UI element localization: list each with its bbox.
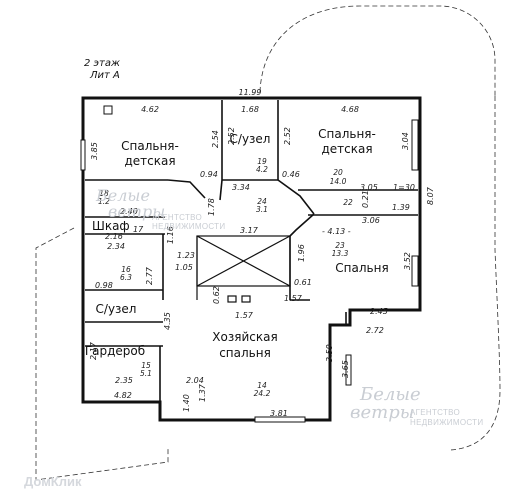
dim-139: 1.39 — [392, 203, 410, 212]
dim-462: 4.62 — [141, 105, 159, 114]
room-closet: Шкаф — [92, 219, 130, 233]
room-labels: Спальня- детская Спальня- детская С/узел… — [85, 127, 389, 360]
interior-walls — [85, 100, 418, 402]
dim-130: 1=30 — [393, 183, 415, 192]
dim-468: 4.68 — [341, 105, 359, 114]
dim-482: 4.82 — [114, 391, 132, 400]
dim-306: 3.06 — [362, 216, 380, 225]
dim-272: 2.72 — [366, 326, 384, 335]
stairwell — [196, 235, 291, 303]
dim-123: 1.23 — [177, 251, 195, 260]
dim-254: 2.54 — [211, 130, 220, 148]
area-kids-right-num: 20 — [333, 168, 343, 177]
area-hall-val: 3.1 — [256, 205, 268, 214]
area-bedroom-num: 23 — [335, 241, 345, 250]
dim-061: 0.61 — [294, 278, 312, 287]
room-master-line2: спальня — [219, 346, 271, 360]
dim-277: 2.77 — [145, 266, 154, 285]
dim-217: 2.17 — [89, 341, 98, 360]
watermark-agency-1b: НЕДВИЖИМОСТИ — [152, 222, 226, 231]
dim-807: 8.07 — [426, 186, 435, 205]
area-corridor-num: 22 — [343, 198, 353, 207]
dim-235: 2.35 — [115, 376, 133, 385]
room-kids-left-line2: детская — [124, 154, 175, 168]
floor-heading: 2 этаж — [84, 58, 120, 69]
dim-1199: 11.99 — [239, 88, 262, 97]
dim-140: 1.40 — [182, 394, 191, 412]
dim-216: 2.16 — [105, 232, 123, 241]
dim-204: 2.04 — [186, 376, 204, 385]
room-master-line1: Хозяйская — [212, 330, 277, 344]
terrace-outline — [35, 5, 501, 481]
area-dressing-val: 5.1 — [140, 369, 152, 378]
dim-385: 3.85 — [90, 142, 99, 160]
dim-116: 1.16 — [166, 226, 175, 244]
dim-365: 3.65 — [341, 360, 350, 378]
dim-105: 1.05 — [175, 263, 193, 272]
area-kids-right-val: 14.0 — [330, 177, 347, 186]
dim-317: 3.17 — [240, 226, 259, 235]
area-master-val: 24.2 — [254, 389, 271, 398]
dim-168: 1.68 — [241, 105, 259, 114]
dim-413: - 4.13 - — [322, 227, 351, 236]
dim-062: 0.62 — [212, 286, 221, 304]
dim-334: 3.34 — [232, 183, 250, 192]
dim-17: 17 — [133, 225, 144, 234]
area-wc-top-val: 4.2 — [256, 165, 268, 174]
room-wc-left: С/узел — [96, 302, 137, 316]
room-kids-right-line1: Спальня- — [318, 127, 376, 141]
outer-walls — [81, 96, 422, 422]
dim-196: 1.96 — [297, 244, 306, 262]
area-labels: 19 4.2 20 14.0 24 3.1 22 23 13.3 18 1.2 … — [98, 157, 353, 398]
dim-252a: 2.52 — [227, 127, 236, 145]
dim-094: 0.94 — [200, 170, 218, 179]
watermark-logo-1a: Белые — [96, 186, 150, 205]
room-kids-left-line1: Спальня- — [121, 139, 179, 153]
dim-098: 0.98 — [95, 281, 113, 290]
dim-305: 3.05 — [360, 183, 378, 192]
dim-435: 4.35 — [163, 312, 172, 330]
dim-021: 0.21 — [361, 190, 370, 208]
dim-359: 3.59 — [325, 344, 334, 362]
watermark-logo-1b: ветры — [108, 202, 166, 221]
watermark-agency-2b: НЕДВИЖИМОСТИ — [410, 418, 484, 427]
lit-heading: Лит А — [90, 70, 120, 81]
watermark-agency-1a: АГЕНТСТВО — [152, 213, 203, 222]
dim-352: 3.52 — [403, 252, 412, 270]
dimension-labels: 11.99 4.62 1.68 4.68 3.85 2.54 2.52 2.52… — [89, 88, 435, 418]
room-dressing: Гардероб — [85, 344, 145, 358]
room-bedroom: Спальня — [335, 261, 388, 275]
dim-157b: 1.57 — [235, 311, 254, 320]
dim-178: 1.78 — [207, 198, 216, 216]
windows — [80, 105, 419, 423]
area-wc-left-val: 6.3 — [120, 273, 132, 282]
dim-157a: 1.57 — [284, 294, 303, 303]
area-wc-left-num: 16 — [121, 265, 131, 274]
area-closet-val: 1.2 — [98, 197, 110, 206]
dim-234: 2.34 — [107, 242, 125, 251]
dim-240: 2.40 — [120, 207, 138, 216]
area-hall-num: 24 — [257, 197, 267, 206]
dim-381: 3.81 — [270, 409, 288, 418]
area-closet-num: 18 — [99, 189, 109, 198]
dim-046: 0.46 — [282, 170, 300, 179]
area-bedroom-val: 13.3 — [332, 249, 349, 258]
dim-304: 3.04 — [401, 132, 410, 150]
watermark-agency-2a: АГЕНТСТВО — [410, 408, 461, 417]
area-wc-top-num: 19 — [257, 157, 267, 166]
watermark-logo-2a: Белые — [360, 384, 421, 405]
area-master-num: 14 — [257, 381, 267, 390]
dim-252b: 2.52 — [283, 127, 292, 145]
room-kids-right-line2: детская — [321, 142, 372, 156]
area-dressing-num: 15 — [141, 361, 151, 370]
domclick-brand: ДомКлик — [24, 474, 82, 489]
dim-137: 1.37 — [198, 383, 207, 402]
watermark-logo-2b: ветры — [350, 402, 415, 423]
room-wc-top: С/узел — [230, 132, 271, 146]
dim-245: 2.45 — [370, 307, 388, 316]
